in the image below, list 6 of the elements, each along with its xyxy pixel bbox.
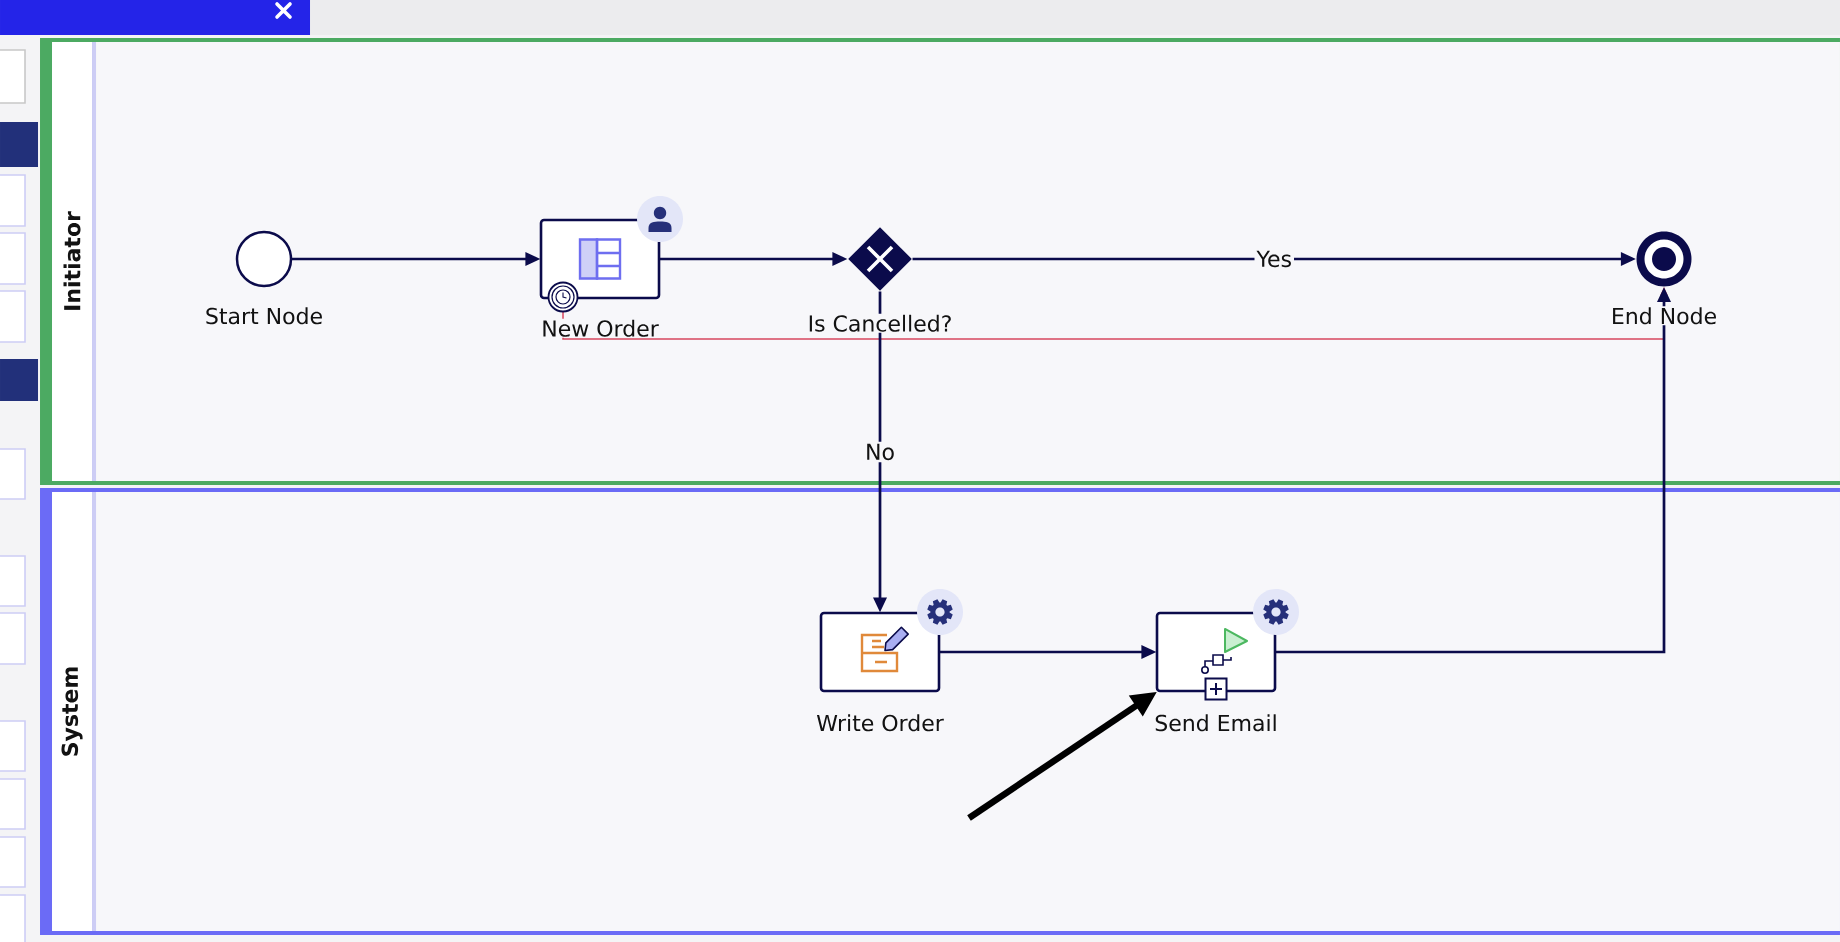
timer-event xyxy=(547,281,579,313)
node-label: Send Email xyxy=(1153,713,1279,733)
edge-label: No xyxy=(863,441,897,463)
node-label: End Node xyxy=(1609,306,1719,326)
node-label: Start Node xyxy=(203,306,325,326)
node-label: Write Order xyxy=(815,713,945,733)
